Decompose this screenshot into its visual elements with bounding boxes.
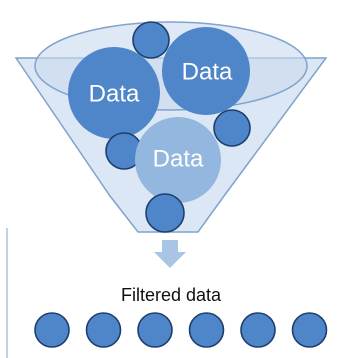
filtered-data-dot	[137, 312, 173, 348]
filtered-data-label: Filtered data	[121, 285, 222, 305]
data-bubble-label: Data	[153, 145, 204, 172]
small-data-bubble	[145, 193, 185, 233]
data-bubble-label: Data	[182, 58, 233, 85]
filtered-data-dots	[34, 312, 328, 348]
data-bubble-label: Data	[89, 80, 140, 107]
small-data-bubble	[132, 21, 170, 59]
filtered-data-dot	[34, 312, 70, 348]
small-data-bubble	[213, 109, 251, 147]
filtered-data-dot	[240, 312, 276, 348]
down-arrow-icon	[154, 240, 186, 268]
data-bubble-left	[68, 47, 160, 139]
filtered-data-dot	[188, 312, 225, 348]
filtered-data-dot	[291, 312, 328, 348]
data-bubble-bottom	[135, 117, 221, 203]
data-bubble-right	[162, 27, 250, 115]
filtered-data-dot	[85, 312, 122, 348]
funnel-bubbles: Data Data Data	[68, 21, 251, 233]
